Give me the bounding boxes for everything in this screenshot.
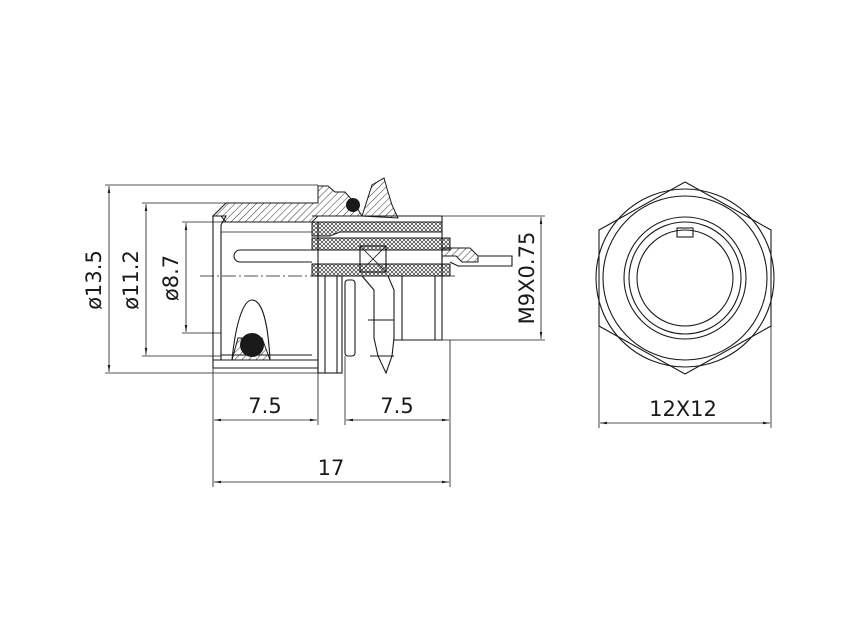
- length-rear-label: 7.5: [380, 394, 413, 418]
- length-front-label: 7.5: [248, 394, 281, 418]
- front-flange: [211, 185, 363, 373]
- outer-ring: [595, 188, 775, 368]
- o-ring-seal: [231, 198, 360, 361]
- dim-dia-mid: ø11.2: [119, 202, 226, 357]
- dim-dia-inner: ø8.7: [159, 221, 221, 334]
- dia-inner-label: ø8.7: [159, 255, 183, 301]
- solder-tail: [441, 247, 513, 270]
- socket-bore: [636, 229, 734, 327]
- front-view: 12X12: [595, 181, 775, 428]
- threaded-body: [311, 215, 451, 341]
- socket-ring: [623, 216, 747, 340]
- dia-mid-label: ø11.2: [119, 250, 143, 310]
- hex-nut: [360, 177, 399, 375]
- dim-length-front: 7.5: [212, 368, 319, 487]
- dim-length-rear: 7.5: [344, 340, 451, 487]
- body-step: [317, 275, 356, 374]
- socket-ring-inner: [628, 221, 742, 335]
- dim-hex-size: 12X12: [598, 326, 772, 428]
- side-section-view: ø13.5 ø11.2 ø8.7 M9X0.75 7.5: [82, 177, 545, 487]
- dim-thread: M9X0.75: [442, 215, 545, 341]
- dia-outer-label: ø13.5: [82, 250, 106, 310]
- hex-outline: [598, 181, 772, 375]
- outer-ring-inner: [602, 195, 768, 361]
- dim-dia-outer: ø13.5: [82, 184, 318, 374]
- dim-length-total: 17: [214, 456, 449, 484]
- key-notch: [676, 227, 694, 238]
- hex-size-label: 12X12: [649, 397, 717, 421]
- thread-label: M9X0.75: [515, 232, 539, 325]
- length-total-label: 17: [318, 456, 345, 480]
